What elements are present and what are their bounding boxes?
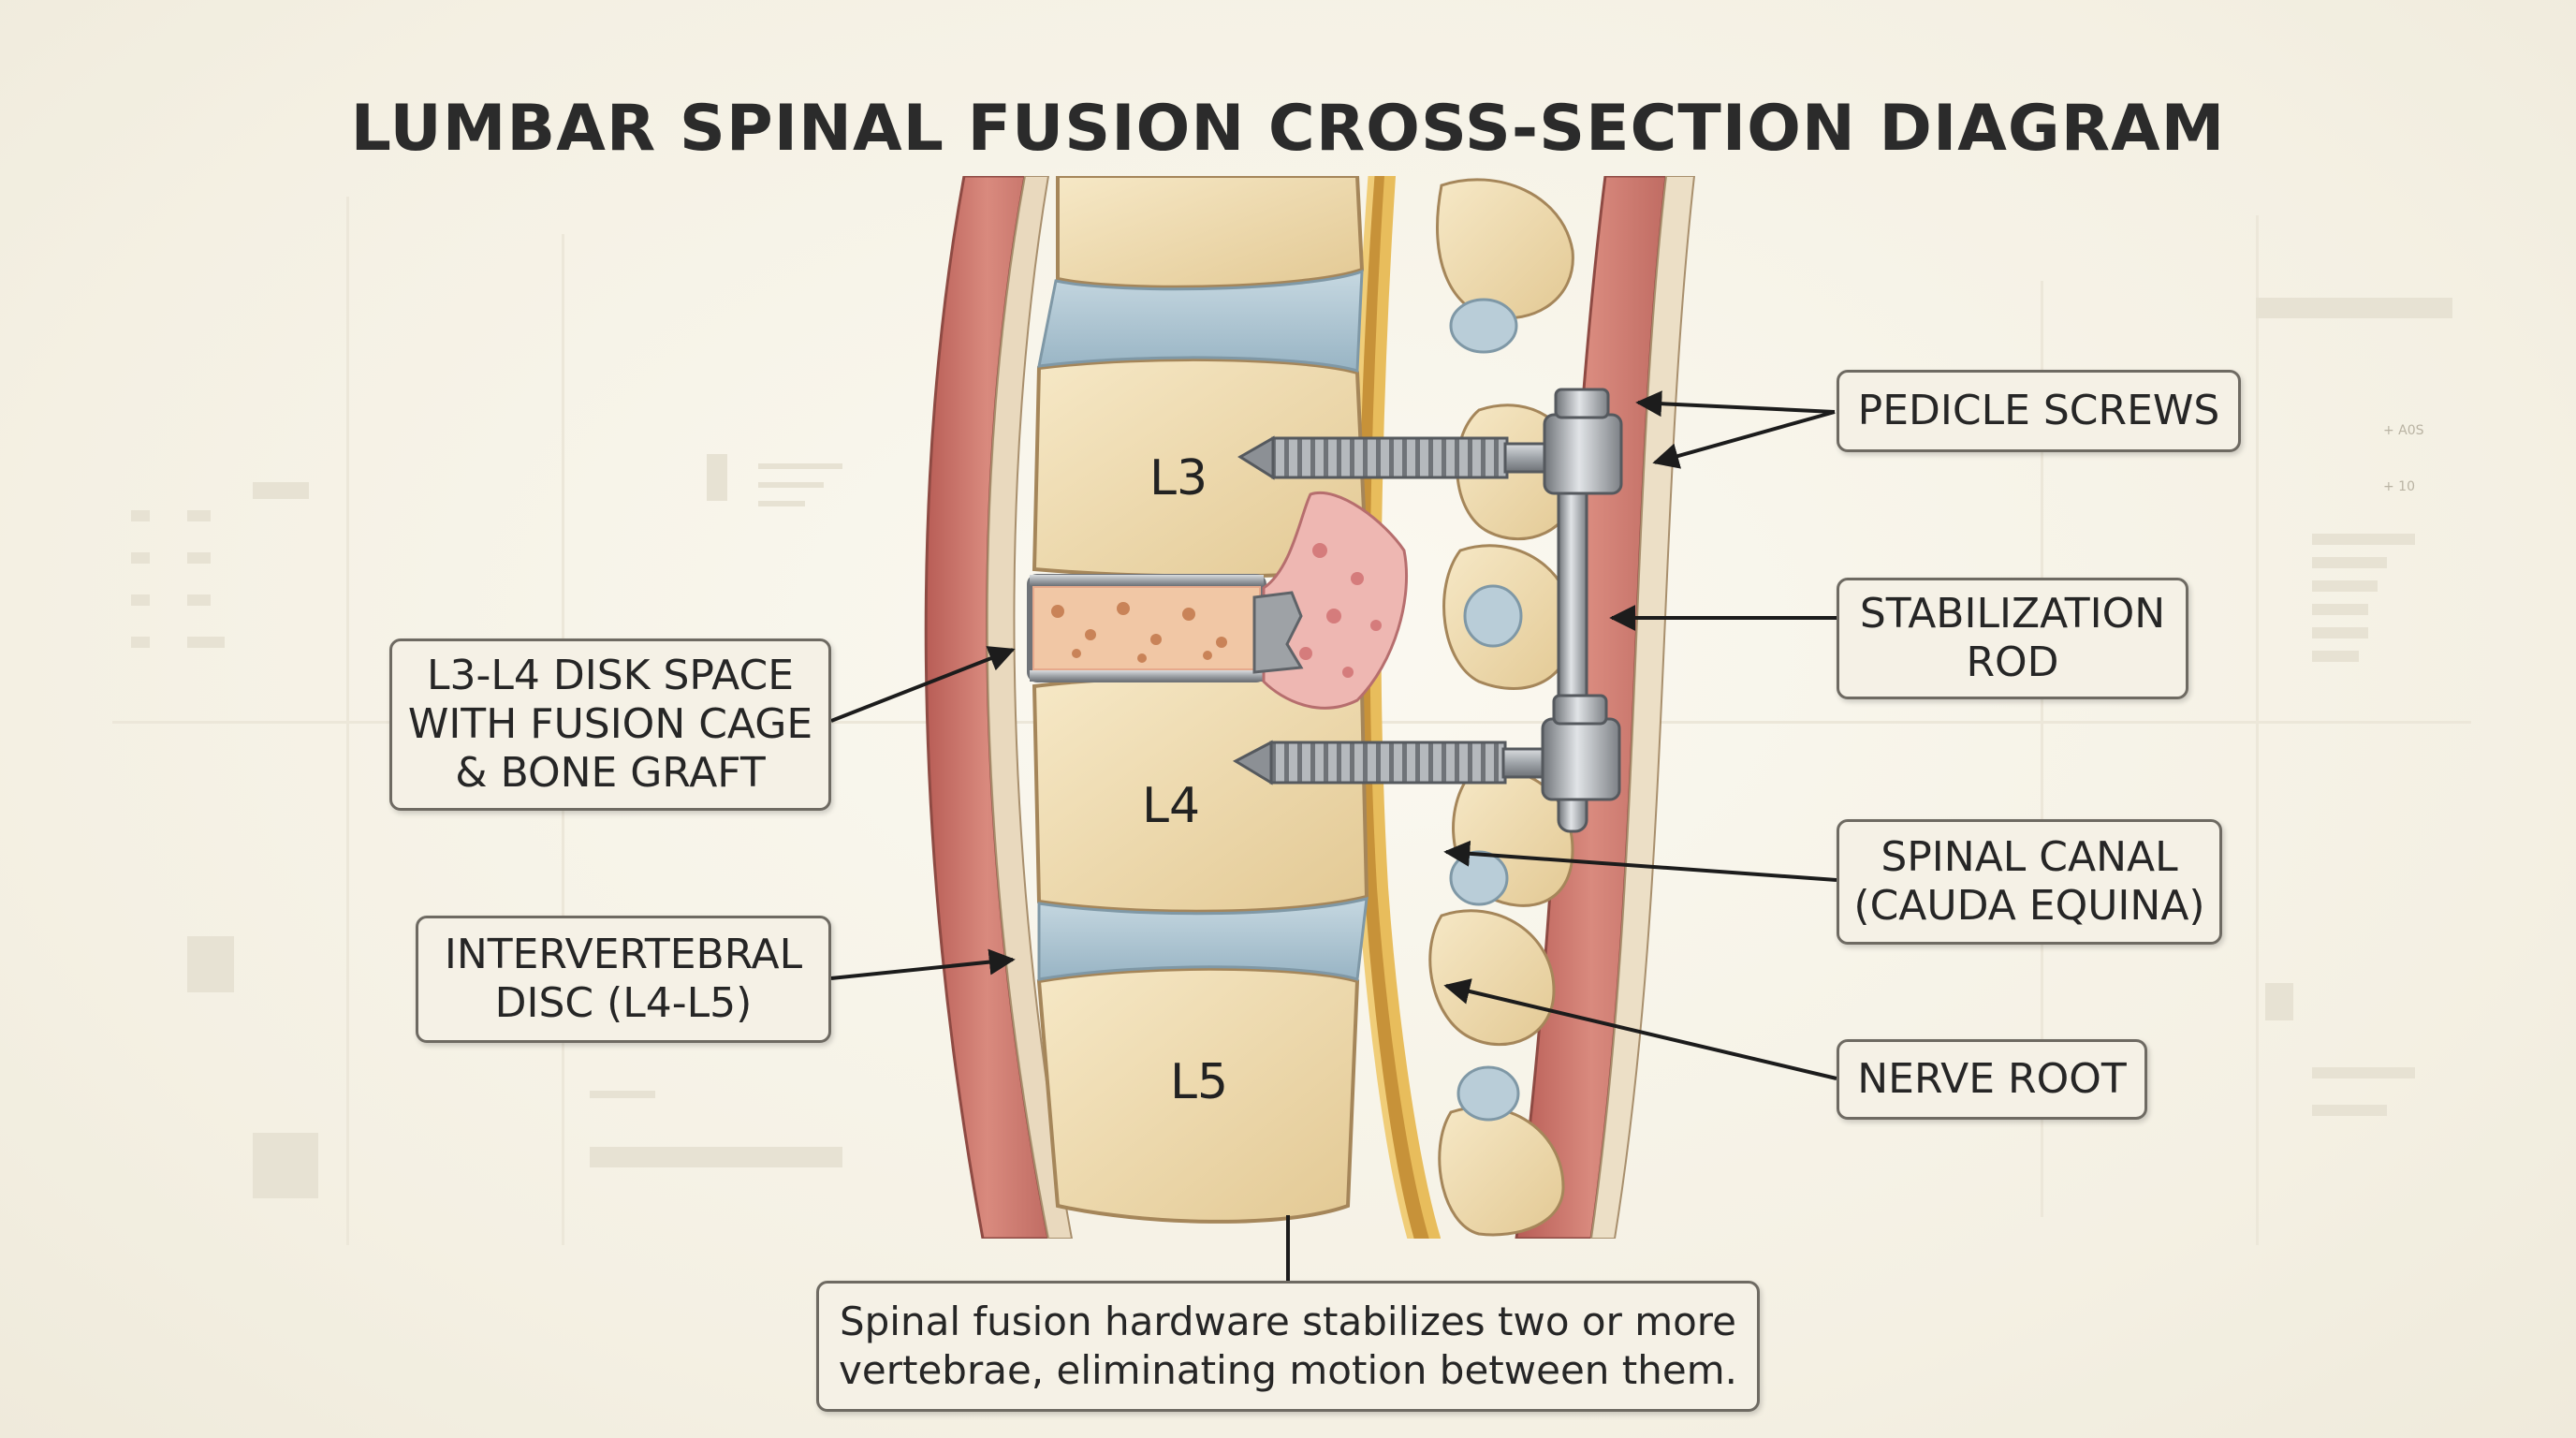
page-title: LUMBAR SPINAL FUSION CROSS-SECTION DIAGR… bbox=[350, 91, 2226, 166]
label-nerve-root: NERVE ROOT bbox=[1837, 1039, 2147, 1120]
disc-l4-l5 bbox=[1037, 897, 1368, 981]
caption-line: vertebrae, eliminating motion between th… bbox=[839, 1347, 1737, 1393]
label-line: NERVE ROOT bbox=[1857, 1055, 2127, 1103]
vertebra-top bbox=[1056, 176, 1365, 289]
background-readout-2: + 10 bbox=[2383, 479, 2415, 494]
vertebra-label-l3: L3 bbox=[1149, 450, 1208, 506]
label-line: (CAUDA EQUINA) bbox=[1853, 882, 2205, 930]
label-disk-space: L3-L4 DISK SPACE WITH FUSION CAGE & BONE… bbox=[389, 638, 831, 811]
caption-line: Spinal fusion hardware stabilizes two or… bbox=[839, 1299, 1736, 1344]
label-line: & BONE GRAFT bbox=[455, 749, 766, 797]
label-line: DISC (L4-L5) bbox=[494, 979, 753, 1027]
cage-mesh bbox=[1252, 591, 1304, 674]
label-line: SPINAL CANAL bbox=[1881, 833, 2178, 881]
caption-box: Spinal fusion hardware stabilizes two or… bbox=[816, 1281, 1760, 1412]
label-line: PEDICLE SCREWS bbox=[1857, 387, 2220, 434]
label-stabilization-rod: STABILIZATION ROD bbox=[1837, 578, 2188, 699]
vertebral-bodies bbox=[1032, 176, 1369, 1224]
background-readout-1: + A0S bbox=[2383, 423, 2424, 438]
label-line: L3-L4 DISK SPACE bbox=[426, 652, 794, 699]
vertebra-l5 bbox=[1036, 966, 1360, 1224]
vertebra-label-l5: L5 bbox=[1170, 1054, 1228, 1110]
spine-illustration: L3 L4 L5 bbox=[924, 176, 1696, 1239]
label-pedicle-screws: PEDICLE SCREWS bbox=[1837, 370, 2241, 452]
upper-pedicle-screw bbox=[1237, 388, 1623, 495]
label-line: INTERVERTEBRAL bbox=[444, 931, 803, 978]
vertebra-label-l4: L4 bbox=[1142, 778, 1200, 834]
vertebra-l4 bbox=[1032, 675, 1369, 914]
label-spinal-canal: SPINAL CANAL (CAUDA EQUINA) bbox=[1837, 819, 2222, 945]
discs bbox=[1037, 269, 1368, 981]
disc-upper bbox=[1037, 269, 1364, 373]
label-line: ROD bbox=[1966, 638, 2059, 686]
fusion-cage bbox=[1027, 574, 1266, 682]
label-line: WITH FUSION CAGE bbox=[407, 700, 813, 748]
label-line: STABILIZATION bbox=[1859, 590, 2166, 638]
cauda-equina-nerves bbox=[1351, 176, 1441, 1239]
lower-pedicle-screw bbox=[1232, 694, 1621, 801]
bone-graft-texture bbox=[1299, 543, 1382, 678]
label-intervertebral-disc: INTERVERTEBRAL DISC (L4-L5) bbox=[416, 916, 831, 1043]
